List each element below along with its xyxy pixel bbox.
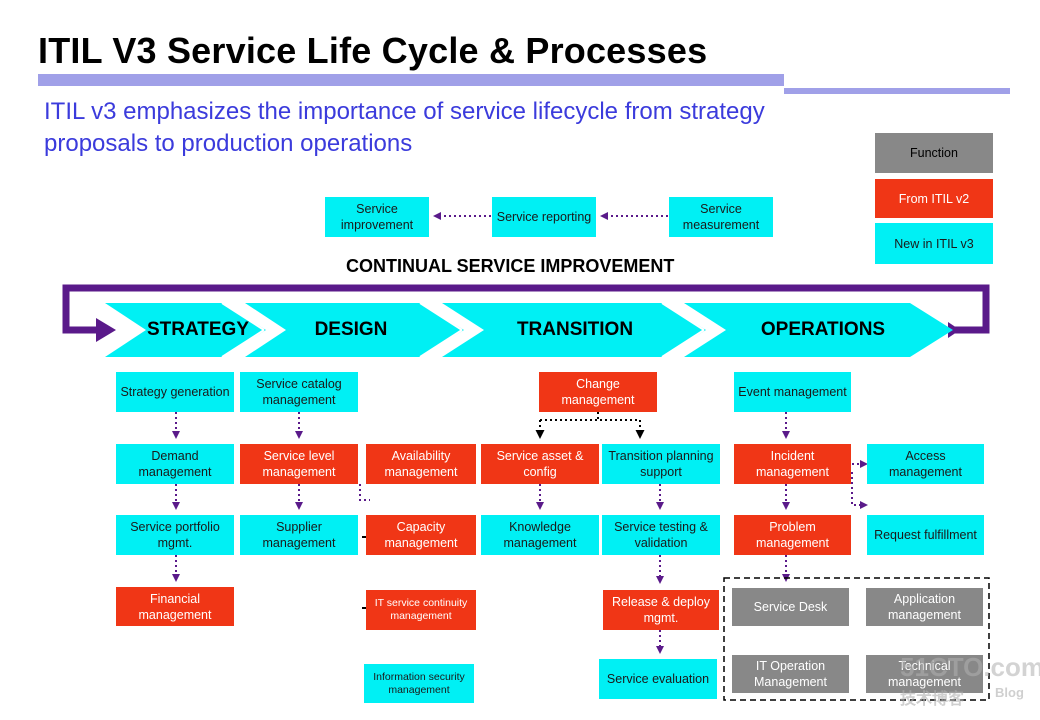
subtitle: ITIL v3 emphasizes the importance of ser… bbox=[44, 98, 765, 157]
legend-from-v2: From ITIL v2 bbox=[875, 179, 993, 218]
service-evaluation: Service evaluation bbox=[599, 659, 717, 699]
csi-service-measurement: Service measurement bbox=[669, 197, 773, 237]
service-level-management: Service level management bbox=[240, 444, 358, 484]
change-management: Change management bbox=[539, 372, 657, 412]
title-underline bbox=[38, 74, 784, 86]
capacity-management: Capacity management bbox=[366, 515, 476, 555]
chevron-transition bbox=[442, 303, 706, 357]
function-group-frame bbox=[723, 577, 990, 701]
watermark-site: 51CTO.com bbox=[900, 652, 1040, 682]
request-fulfillment: Request fulfillment bbox=[867, 515, 984, 555]
csi-loop-arrowhead bbox=[96, 318, 116, 342]
event-management: Event management bbox=[734, 372, 851, 412]
service-asset-config: Service asset & config bbox=[481, 444, 599, 484]
csi-service-reporting: Service reporting bbox=[492, 197, 596, 237]
service-desk-function: Service Desk bbox=[732, 588, 849, 626]
problem-management: Problem management bbox=[734, 515, 851, 555]
knowledge-management: Knowledge management bbox=[481, 515, 599, 555]
it-operation-management-function: IT Operation Management bbox=[732, 655, 849, 693]
access-management: Access management bbox=[867, 444, 984, 484]
service-testing-validation: Service testing & validation bbox=[602, 515, 720, 555]
page-title: ITIL V3 Service Life Cycle & Processes bbox=[38, 30, 708, 71]
legend-new-v3: New in ITIL v3 bbox=[875, 223, 993, 264]
application-management-function: Application management bbox=[866, 588, 983, 626]
information-security-management: Information security management bbox=[364, 664, 474, 703]
csi-loop-arrow bbox=[62, 284, 990, 334]
legend-function: Function bbox=[875, 133, 993, 173]
watermark-sub: 技术博客 bbox=[900, 691, 965, 708]
supplier-management: Supplier management bbox=[240, 515, 358, 555]
watermark-blog: Blog bbox=[995, 685, 1024, 700]
csi-title: CONTINUAL SERVICE IMPROVEMENT bbox=[346, 256, 675, 276]
incident-management: Incident management bbox=[734, 444, 851, 484]
csi-service-improvement: Service improvement bbox=[325, 197, 429, 237]
technical-management-function: Technical management bbox=[866, 655, 983, 693]
title-underline-accent bbox=[784, 88, 1010, 94]
transition-planning-support: Transition planning support bbox=[602, 444, 720, 484]
phase-design-label: DESIGN bbox=[314, 319, 388, 340]
service-catalog-management: Service catalog management bbox=[240, 372, 358, 412]
financial-management: Financial management bbox=[116, 587, 234, 626]
phase-operations-label: OPERATIONS bbox=[760, 319, 886, 340]
strategy-generation: Strategy generation bbox=[116, 372, 234, 412]
chevron-design bbox=[245, 303, 464, 357]
service-portfolio-management: Service portfolio mgmt. bbox=[116, 515, 234, 555]
chevron-operations bbox=[684, 303, 953, 357]
phase-transition-label: TRANSITION bbox=[516, 319, 634, 340]
release-deploy-management: Release & deploy mgmt. bbox=[603, 590, 719, 630]
csi-loop-tail bbox=[948, 322, 960, 338]
chevron-strategy bbox=[105, 303, 266, 357]
availability-management: Availability management bbox=[366, 444, 476, 484]
it-service-continuity-management: IT service continuity management bbox=[366, 590, 476, 630]
demand-management: Demand management bbox=[116, 444, 234, 484]
phase-strategy-label: STRATEGY bbox=[146, 319, 250, 340]
